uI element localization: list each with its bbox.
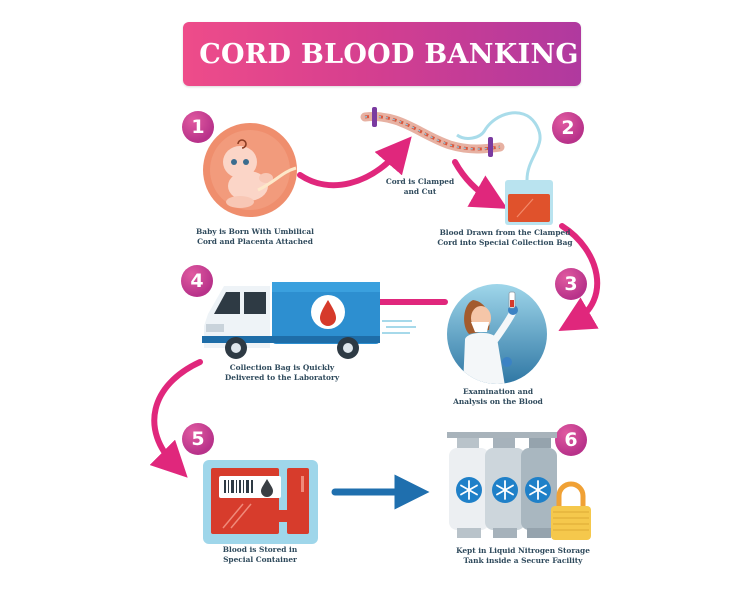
step-5-badge: 5 — [182, 423, 214, 455]
caption-line: Cord and Placenta Attached — [197, 237, 313, 246]
step-4-badge: 4 — [181, 265, 213, 297]
caption-line: Cord into Special Collection Bag — [437, 238, 573, 247]
caption-line: Collection Bag is Quickly — [229, 363, 335, 372]
blood-collection-bag-icon — [456, 111, 553, 225]
step-3-caption: Examination and Analysis on the Blood — [448, 387, 548, 407]
caption-line: Blood is Stored in — [222, 545, 298, 554]
fetus-in-womb-icon — [203, 123, 297, 217]
arrow-step4-to-step5 — [149, 359, 203, 478]
step-3-badge: 3 — [555, 268, 587, 300]
caption-line: Blood Drawn from the Clamped — [439, 228, 571, 237]
caption-line: Baby is Born With Umbilical — [196, 227, 314, 236]
caption-line: and Cut — [403, 187, 437, 196]
caption-line: Tank inside a Secure Facility — [463, 556, 583, 565]
nitrogen-tanks-icon — [447, 432, 591, 540]
delivery-truck-icon — [202, 282, 380, 359]
padlock-icon — [551, 481, 591, 540]
title-banner: CORD BLOOD BANKING — [183, 22, 581, 86]
caption-line: Kept in Liquid Nitrogen Storage — [456, 546, 590, 555]
arrow-step2-to-step3 — [558, 223, 601, 332]
arrow-step1-to-cord — [297, 136, 412, 189]
step-2-caption: Blood Drawn from the Clamped Cord into S… — [430, 228, 580, 248]
caption-line: Delivered to the Laboratory — [224, 373, 340, 382]
step-1-badge: 1 — [182, 111, 214, 143]
step-6-caption: Kept in Liquid Nitrogen Storage Tank ins… — [453, 546, 593, 566]
arrow-cord-to-bag — [452, 159, 508, 209]
step-6-badge: 6 — [555, 424, 587, 456]
step-4-caption: Collection Bag is Quickly Delivered to t… — [222, 363, 342, 383]
caption-line: Analysis on the Blood — [453, 397, 543, 406]
step-1-caption: Baby is Born With Umbilical Cord and Pla… — [190, 227, 320, 247]
step-5-caption: Blood is Stored in Special Container — [210, 545, 310, 565]
lab-technician-icon — [447, 284, 547, 384]
page-title: CORD BLOOD BANKING — [199, 38, 579, 70]
step-2-badge: 2 — [552, 112, 584, 144]
clamped-cord-icon — [360, 107, 505, 157]
caption-line: Special Container — [223, 555, 297, 564]
motion-lines-icon — [382, 320, 416, 334]
storage-container-icon — [203, 460, 318, 544]
cord-caption: Cord is Clamped and Cut — [385, 177, 455, 197]
caption-line: Cord is Clamped — [385, 177, 455, 186]
caption-line: Examination and — [462, 387, 534, 396]
